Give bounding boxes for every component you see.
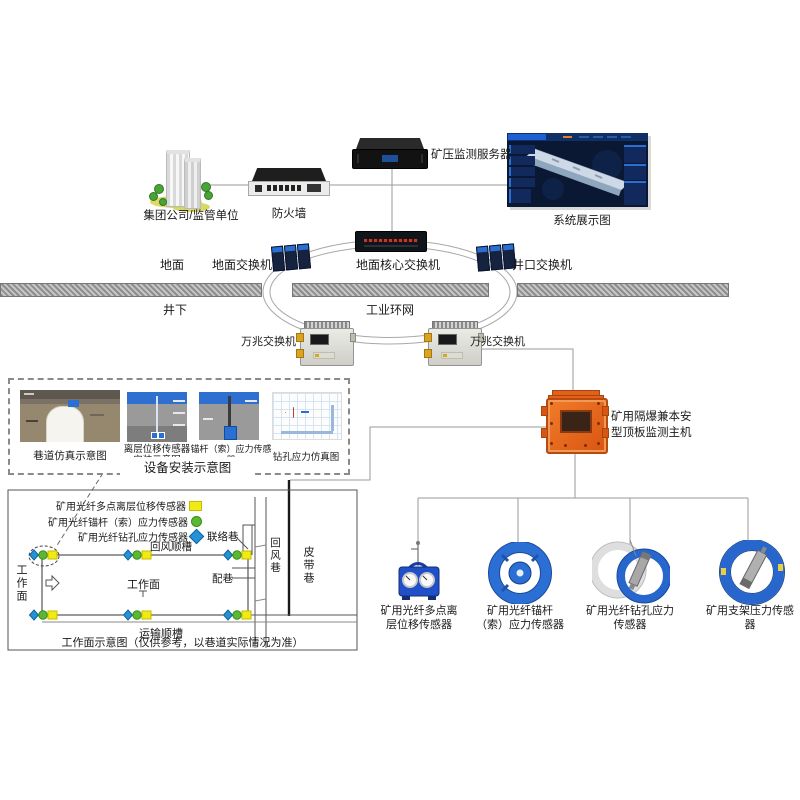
firewall-label: 防火墙 — [271, 208, 307, 220]
firewall-device — [248, 168, 330, 196]
sensor1-label: 矿用光纤多点离层位移传感器 — [380, 605, 458, 632]
sensor3-label: 矿用光纤钻孔应力传感器 — [586, 605, 674, 632]
huifengxiang-label: 回风巷 — [269, 537, 281, 575]
core-switch-device — [355, 231, 427, 252]
displacement-sensor-install-image — [127, 392, 187, 442]
legend-bolt-stress: 矿用光纤锚杆（索）应力传感器 — [40, 514, 202, 529]
ground-bar-right — [517, 283, 729, 297]
host-label: 矿用隔爆兼本安型顶板监测主机 — [611, 411, 692, 440]
ten-gig-right-label: 万兆交换机 — [470, 336, 525, 348]
support-pressure-sensor-icon — [712, 539, 792, 611]
green-circle-marker — [191, 516, 202, 527]
pidaixiang-label: 皮带巷 — [302, 546, 314, 585]
install-box-title: 设备安装示意图 — [120, 457, 255, 476]
legend-displacement: 矿用光纤多点离层位移传感器 — [40, 498, 202, 513]
tunnel-sim-label: 巷道仿真示意图 — [33, 450, 107, 462]
lianluoxiang-label: 联络巷 — [207, 531, 239, 543]
ten-gig-switch-left — [296, 321, 356, 367]
company-label: 集团公司/监管单位 — [143, 210, 239, 222]
wellhead-switch-device — [475, 243, 517, 272]
server-label: 矿压监测服务器 — [431, 149, 512, 161]
underground-label: 井下 — [163, 303, 188, 317]
ground-bar-left — [0, 283, 262, 297]
yellow-square-marker — [189, 500, 202, 511]
building-icon — [146, 146, 213, 212]
ground-switch-device — [270, 243, 312, 272]
workface-caption: 工作面示意图（仅供参考，以巷道实际情况为准） — [61, 637, 304, 649]
borehole-sim-label: 钻孔应力仿真图 — [272, 452, 340, 463]
bolt-stress-sensor-icon — [486, 541, 554, 609]
ground-switch-label: 地面交换机 — [212, 258, 273, 272]
workface-left-label: 工作面 — [15, 564, 27, 603]
borehole-stress-sensor-icon — [589, 539, 672, 611]
multipoint-displacement-sensor-icon — [396, 540, 442, 607]
huifengshuncao-label: 回风顺槽 — [150, 541, 192, 553]
tunnel-simulation-image — [20, 390, 120, 442]
workface-center-label: 工作面 — [127, 579, 160, 591]
sensor4-label: 矿用支架压力传感器 — [706, 605, 794, 632]
roof-monitoring-host — [541, 390, 609, 456]
server-device — [352, 138, 428, 170]
bolt-stress-sensor-install-image — [199, 392, 259, 440]
display-label: 系统展示图 — [553, 215, 611, 227]
peixiang-label: 配巷 — [212, 573, 233, 585]
sensor2-label: 矿用光纤锚杆（索）应力传感器 — [476, 605, 564, 632]
core-switch-label: 地面核心交换机 — [355, 258, 440, 272]
ten-gig-left-label: 万兆交换机 — [241, 336, 296, 348]
ground-bar-middle — [292, 283, 489, 297]
system-display-screenshot — [507, 133, 648, 207]
callout-ellipse — [28, 545, 60, 567]
ground-label: 地面 — [160, 258, 185, 272]
ring-network-label: 工业环网 — [365, 303, 414, 317]
wellhead-switch-label: 井口交换机 — [512, 258, 573, 272]
borehole-stress-simulation-image — [272, 392, 342, 440]
